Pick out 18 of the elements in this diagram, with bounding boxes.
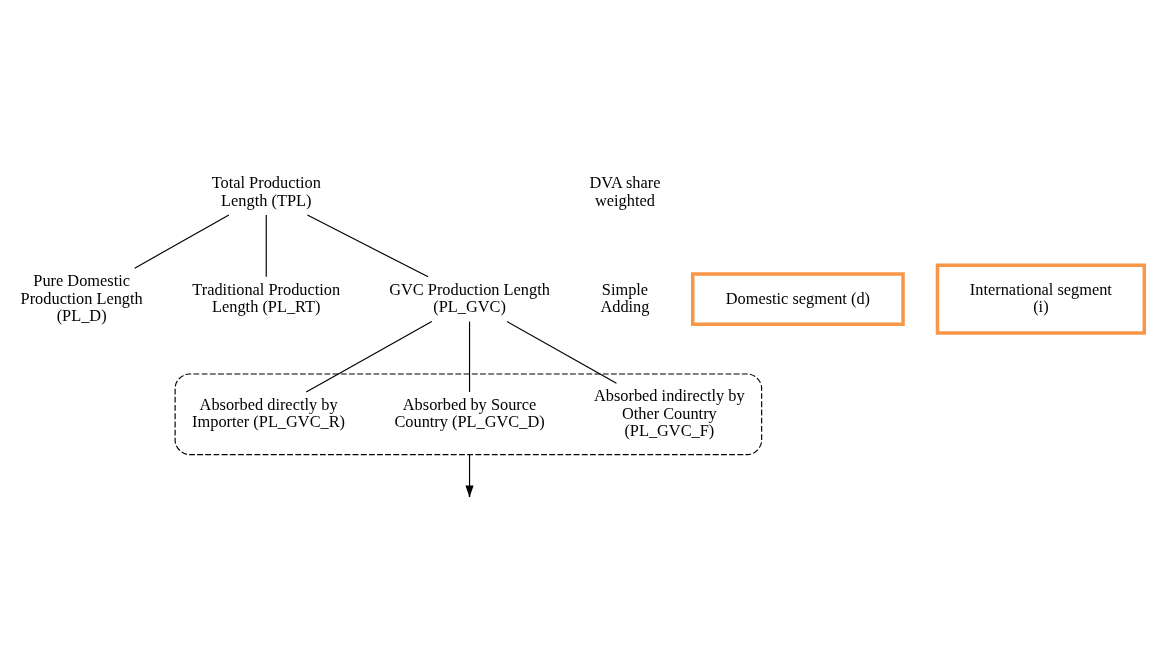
node-text: GVC Production Length (PL_GVC)	[389, 279, 550, 316]
node-text: Traditional Production Length (PL_RT)	[192, 279, 341, 316]
connector	[134, 214, 230, 269]
connector	[306, 214, 429, 277]
node-text: Pure Domestic Production Length (PL_D)	[20, 270, 143, 325]
connector	[506, 320, 618, 384]
connector	[305, 320, 433, 393]
label: Simple Adding	[600, 279, 650, 316]
cluster	[174, 372, 763, 455]
node-box: International segment (i)	[935, 263, 1147, 335]
node-text: Absorbed by Source Country (PL_GVC_D)	[394, 394, 545, 431]
connector	[468, 320, 471, 393]
label: DVA share weighted	[589, 172, 661, 210]
node-text: Total Production Length (TPL)	[211, 172, 321, 210]
node-box: Domestic segment (d)	[690, 271, 905, 326]
node-text: Absorbed indirectly by Other Country (PL_GVC_F)	[593, 385, 745, 440]
node-text: Absorbed directly by Importer (PL_GVC_R)	[192, 394, 346, 431]
connector	[265, 214, 267, 277]
